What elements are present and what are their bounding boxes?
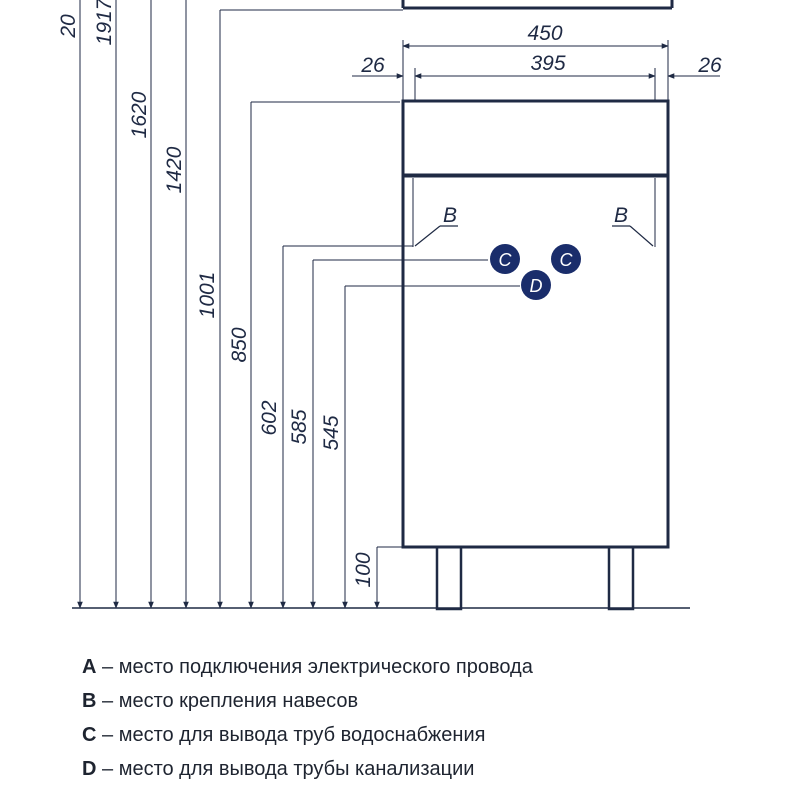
cabinet-body xyxy=(401,99,670,549)
dim-height-585: 585 xyxy=(288,409,311,444)
dim-gap-left: 26 xyxy=(360,54,385,77)
legend-text: – место подключения электрического прово… xyxy=(102,656,533,678)
dim-height-100: 100 xyxy=(352,552,375,587)
dim-height-1620: 1620 xyxy=(128,91,151,138)
dim-height-602: 602 xyxy=(258,400,281,435)
marker-b-left: B xyxy=(414,204,458,247)
width-dimensions: 450 395 26 26 xyxy=(352,22,722,100)
marker-b-right-label: B xyxy=(614,204,628,227)
marker-c-left-label: C xyxy=(499,250,513,270)
dim-height-545: 545 xyxy=(320,415,343,450)
legend-item-d: D – место для вывода трубы канализации xyxy=(82,752,782,786)
dim-height-1917: 1917 xyxy=(93,0,116,45)
dim-height-850: 850 xyxy=(228,327,251,362)
height-dimensions: 20 1917 1620 1420 1001 850 602 585 545 1… xyxy=(57,0,520,609)
upper-unit xyxy=(220,0,674,11)
cabinet-legs xyxy=(435,545,635,611)
dim-height-1420: 1420 xyxy=(163,146,186,193)
legend-text: – место для вывода труб водоснабжения xyxy=(102,724,486,746)
marker-d: D xyxy=(521,270,551,300)
dim-gap-right: 26 xyxy=(697,54,722,77)
legend-key: C xyxy=(82,724,97,746)
dim-height-1001: 1001 xyxy=(196,272,219,319)
marker-c-right: C xyxy=(551,244,581,274)
legend-item-a: A – место подключения электрического про… xyxy=(82,650,782,684)
legend-text: – место для вывода трубы канализации xyxy=(102,758,475,780)
dim-width-inner: 395 xyxy=(530,52,565,75)
legend: A – место подключения электрического про… xyxy=(82,650,782,786)
marker-b-left-label: B xyxy=(443,204,457,227)
legend-item-b: B – место крепления навесов xyxy=(82,684,782,718)
legend-item-c: C – место для вывода труб водоснабжения xyxy=(82,718,782,752)
legend-key: A xyxy=(82,656,97,678)
marker-c-right-label: C xyxy=(560,250,574,270)
marker-c-left: C xyxy=(490,244,520,274)
dim-height-20: 20 xyxy=(57,14,80,39)
dim-width-total: 450 xyxy=(527,22,562,45)
marker-d-label: D xyxy=(530,276,543,296)
legend-text: – место крепления навесов xyxy=(102,690,359,712)
legend-key: D xyxy=(82,758,97,780)
legend-key: B xyxy=(82,690,97,712)
marker-b-right: B xyxy=(612,204,654,247)
